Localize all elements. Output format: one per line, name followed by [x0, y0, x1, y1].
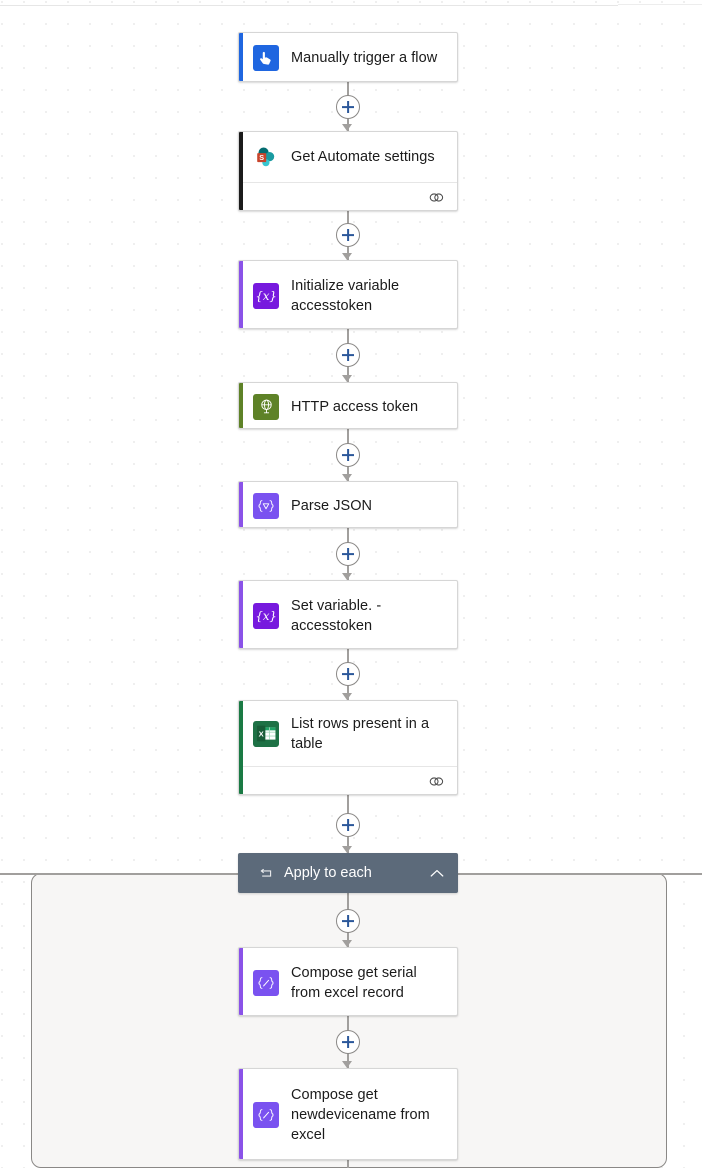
card-header: Manually trigger a flow — [239, 33, 457, 81]
link-icon[interactable] — [428, 775, 445, 788]
card-title: Get Automate settings — [291, 149, 435, 165]
action-card-compose-get-newdevicename-from-excel[interactable]: Compose get newdevicename from excel — [238, 1068, 458, 1160]
card-accent-bar — [239, 701, 243, 794]
card-accent-bar — [239, 581, 243, 648]
parse-json-icon — [253, 492, 279, 519]
card-accent-bar — [239, 132, 243, 210]
card-header: {x} Set variable. - accesstoken — [239, 581, 457, 648]
conn-sharepoint-to-initvar-arrowhead — [342, 253, 353, 260]
card-title: HTTP access token — [291, 398, 419, 415]
action-card-initialize-variable-accesstoken[interactable]: {x} Initialize variable accesstoken — [238, 260, 458, 329]
conn-compose1-to-compose2-arrowhead — [342, 1061, 353, 1068]
card-header: Parse JSON — [239, 482, 457, 527]
card-footer — [239, 766, 457, 794]
conn-compose2-down — [347, 1160, 349, 1168]
card-header: Compose get serial from excel record — [239, 948, 457, 1015]
card-title: Manually trigger a flow — [291, 50, 438, 66]
conn-initvar-to-http-arrowhead — [342, 375, 353, 382]
card-title: Parse JSON — [291, 497, 373, 514]
card-header: Compose get newdevicename from excel — [239, 1069, 457, 1159]
action-card-http-access-token[interactable]: HTTP access token — [238, 382, 458, 429]
compose-icon — [253, 1102, 279, 1128]
apply-to-each-title: Apply to each — [284, 865, 372, 881]
action-card-set-variable-accesstoken[interactable]: {x} Set variable. - accesstoken — [238, 580, 458, 649]
http-globe-icon — [253, 393, 279, 420]
conn-setvar-to-listrows-arrowhead — [342, 693, 353, 700]
excel-icon: X — [253, 720, 279, 747]
add-after-manually-trigger-a-flow[interactable] — [336, 95, 360, 119]
conn-listrows-to-applytoeach-arrowhead — [342, 846, 353, 853]
card-accent-bar — [239, 33, 243, 81]
action-card-get-automate-settings[interactable]: S Get Automate settings — [238, 131, 458, 211]
add-after-http-access-token[interactable] — [336, 443, 360, 467]
chevron-up-icon[interactable] — [422, 869, 452, 878]
card-accent-bar — [239, 482, 243, 527]
add-after-initialize-variable[interactable] — [336, 343, 360, 367]
card-title: Set variable. - accesstoken — [291, 597, 382, 634]
card-accent-bar — [239, 1069, 243, 1159]
card-header: {x} Initialize variable accesstoken — [239, 261, 457, 328]
card-accent-bar — [239, 948, 243, 1015]
add-after-set-variable[interactable] — [336, 662, 360, 686]
card-title: List rows present in a table — [291, 715, 430, 752]
sharepoint-icon: S — [253, 144, 279, 170]
card-title: Compose get newdevicename from excel — [291, 1087, 430, 1143]
top-divider-right — [618, 4, 702, 5]
add-after-parse-json[interactable] — [336, 542, 360, 566]
card-accent-bar — [239, 261, 243, 328]
compose-icon — [253, 969, 279, 996]
variable-icon: {x} — [253, 282, 279, 309]
conn-http-to-parsejson-arrowhead — [342, 474, 353, 481]
svg-text:S: S — [259, 153, 264, 162]
action-card-manually-trigger-a-flow[interactable]: Manually trigger a flow — [238, 32, 458, 82]
card-title: Initialize variable accesstoken — [291, 277, 400, 314]
add-inside-apply-to-each-top[interactable] — [336, 909, 360, 933]
add-after-get-automate-settings[interactable] — [336, 223, 360, 247]
scope-header-rail-left — [0, 873, 238, 875]
variable-icon: {x} — [253, 602, 279, 629]
apply-to-each-header[interactable]: Apply to each — [238, 853, 458, 893]
power-apps-trigger-icon — [253, 45, 279, 71]
add-after-list-rows[interactable] — [336, 813, 360, 837]
card-accent-bar — [239, 383, 243, 428]
action-card-parse-json[interactable]: Parse JSON — [238, 481, 458, 528]
top-divider — [0, 5, 618, 6]
action-card-list-rows-present-in-a-table[interactable]: X List rows present in a table — [238, 700, 458, 795]
card-header: HTTP access token — [239, 383, 457, 428]
conn-trigger-to-sharepoint-arrowhead — [342, 124, 353, 131]
card-header: S Get Automate settings — [239, 132, 457, 182]
link-icon[interactable] — [428, 191, 445, 204]
card-title: Compose get serial from excel record — [291, 964, 417, 1001]
scope-header-rail-right — [458, 873, 702, 875]
add-after-compose-serial[interactable] — [336, 1030, 360, 1054]
conn-parsejson-to-setvar-arrowhead — [342, 573, 353, 580]
loop-icon — [252, 867, 280, 880]
svg-text:X: X — [258, 729, 264, 738]
card-footer — [239, 182, 457, 210]
conn-applytoeach-to-compose1-arrowhead — [342, 940, 353, 947]
action-card-compose-get-serial-from-excel-record[interactable]: Compose get serial from excel record — [238, 947, 458, 1016]
card-header: X List rows present in a table — [239, 701, 457, 766]
